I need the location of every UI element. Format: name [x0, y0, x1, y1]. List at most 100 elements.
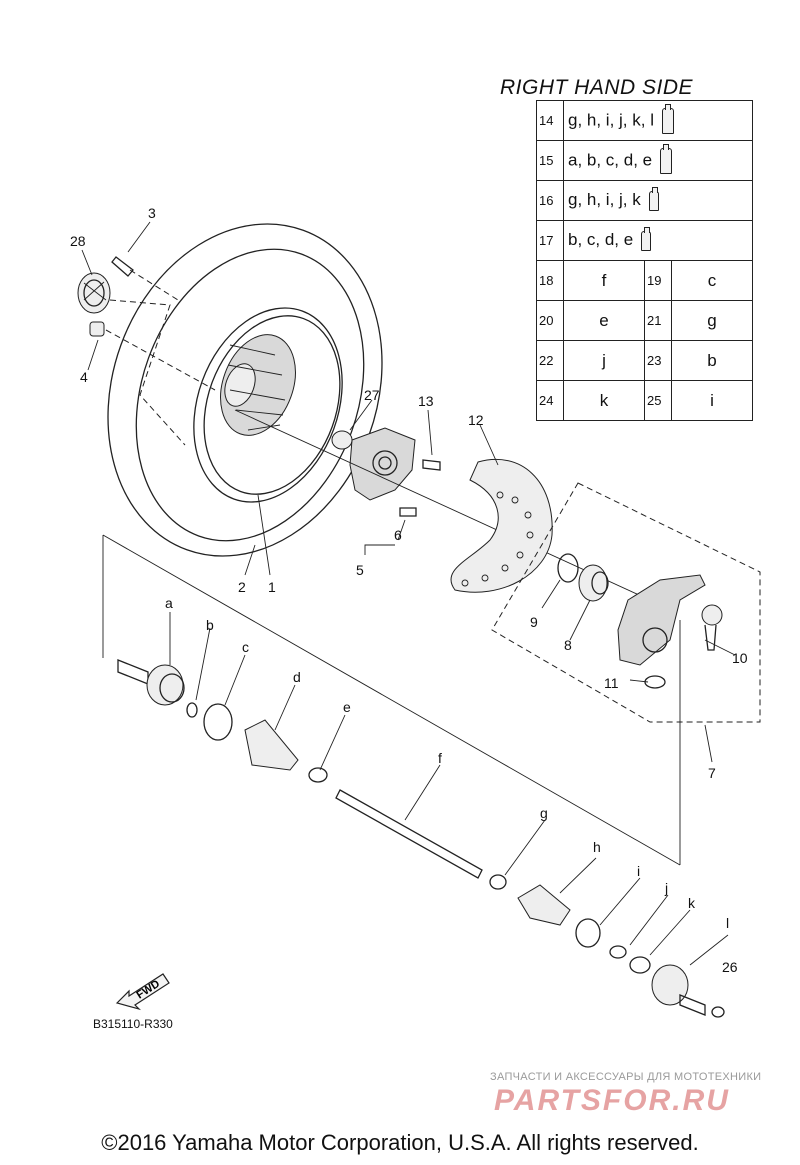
boot-d — [244, 719, 299, 771]
table-cell-value: c — [670, 260, 754, 301]
valve-stem — [111, 256, 134, 277]
table-cell-num: 21 — [643, 300, 672, 341]
table-cell-value: k — [563, 380, 645, 421]
callout-labels: 1 2 3 4 5 6 7 8 9 10 11 12 13 26 27 28 a… — [70, 205, 748, 975]
table-cell-num: 19 — [643, 260, 672, 301]
shaft-group-outline — [102, 534, 681, 866]
table-cell-num: 20 — [536, 300, 564, 341]
table-cell-num: 25 — [643, 380, 672, 421]
callout-c: c — [242, 639, 249, 655]
circlip-9 — [557, 553, 579, 583]
callout-3: 3 — [148, 205, 156, 221]
valve-leader-lines — [105, 269, 216, 446]
callout-8: 8 — [564, 637, 572, 653]
table-cell-value: g — [670, 300, 754, 341]
tire-assembly — [107, 223, 383, 557]
callout-6: 6 — [394, 527, 402, 543]
table-cell-num: 16 — [536, 180, 564, 221]
callout-28: 28 — [70, 233, 86, 249]
callout-d: d — [293, 669, 301, 685]
copyright-notice: ©2016 Yamaha Motor Corporation, U.S.A. A… — [101, 1130, 699, 1155]
table-cell-value: f — [563, 260, 645, 301]
callout-12: 12 — [468, 412, 484, 428]
callout-e: e — [343, 699, 351, 715]
callout-13: 13 — [418, 393, 434, 409]
table-cell-value: b — [670, 340, 754, 381]
o-ring-k — [629, 956, 651, 974]
table-cell-value: b, c, d, e — [563, 220, 753, 261]
callout-h: h — [593, 839, 601, 855]
table-cell-value: e — [563, 300, 645, 341]
table-cell-num: 24 — [536, 380, 564, 421]
callout-26: 26 — [722, 959, 738, 975]
wheel-hub — [349, 427, 416, 501]
callout-i: i — [637, 863, 640, 879]
callout-k: k — [688, 895, 696, 911]
table-row: 22 j 23 b — [536, 340, 754, 381]
inner-cv-joint-l — [651, 964, 706, 1016]
leader-lines — [81, 221, 736, 966]
callout-4: 4 — [80, 369, 88, 385]
boot-band-g — [489, 874, 507, 890]
table-cell-value: j — [563, 340, 645, 381]
bolt-13 — [422, 459, 441, 471]
hub-nut — [331, 430, 353, 450]
table-cell-num: 14 — [536, 100, 564, 141]
callout-7: 7 — [708, 765, 716, 781]
grease-tube-icon — [648, 186, 659, 211]
table-cell-value: g, h, i, j, k, l — [563, 100, 753, 141]
table-cell-num: 17 — [536, 220, 564, 261]
table-cell-value: a, b, c, d, e — [563, 140, 753, 181]
callout-a: a — [165, 595, 173, 611]
grease-tube-icon — [641, 226, 652, 251]
callout-27: 27 — [364, 387, 380, 403]
table-cell-value: i — [670, 380, 754, 421]
table-cell-num: 15 — [536, 140, 564, 181]
outer-cv-joint-a — [117, 659, 185, 706]
valve-nut — [89, 321, 105, 337]
table-row: 24 k 25 i — [536, 380, 754, 421]
parts-reference-table: 14 g, h, i, j, k, l 15 a, b, c, d, e 16 … — [536, 100, 754, 421]
callout-j: j — [664, 880, 668, 896]
grease-tube-icon — [660, 143, 673, 174]
callout-b: b — [206, 617, 214, 633]
callout-f: f — [438, 750, 442, 766]
callout-10: 10 — [732, 650, 748, 666]
table-cell-num: 22 — [536, 340, 564, 381]
steering-knuckle — [617, 574, 706, 666]
bearing-8 — [578, 564, 609, 602]
table-row: 16 g, h, i, j, k — [536, 180, 753, 221]
callout-2: 2 — [238, 579, 246, 595]
valve-cap — [77, 272, 111, 314]
callout-l: l — [726, 915, 729, 931]
grease-tube-icon — [661, 103, 674, 134]
table-cell-num: 23 — [643, 340, 672, 381]
table-row: 20 e 21 g — [536, 300, 754, 341]
callout-5: 5 — [356, 562, 364, 578]
brake-disc — [450, 458, 553, 593]
table-row: 18 f 19 c — [536, 260, 754, 301]
circlip-26 — [711, 1006, 725, 1018]
boot-band-c — [203, 703, 233, 741]
table-title: RIGHT HAND SIDE — [500, 76, 694, 99]
callout-g: g — [540, 805, 548, 821]
bolt-6 — [399, 507, 417, 517]
callout-9: 9 — [530, 614, 538, 630]
table-row: 17 b, c, d, e — [536, 220, 753, 261]
boot-band-e — [308, 767, 328, 783]
diagram-code: B315110-R330 — [93, 1017, 173, 1031]
table-cell-value: g, h, i, j, k — [563, 180, 753, 221]
table-row: 15 a, b, c, d, e — [536, 140, 753, 181]
callout-1: 1 — [268, 579, 276, 595]
table-row: 14 g, h, i, j, k, l — [536, 100, 753, 141]
circlip-b — [186, 702, 198, 718]
callout-11: 11 — [604, 675, 619, 691]
boot-h — [517, 884, 571, 926]
table-cell-num: 18 — [536, 260, 564, 301]
boot-band-i — [575, 918, 601, 948]
drive-shaft-f — [335, 789, 483, 879]
knuckle-group-box — [491, 482, 761, 723]
watermark-tagline: ЗАПЧАСТИ И АКСЕССУАРЫ ДЛЯ МОТОТЕХНИКИ — [490, 1071, 762, 1083]
watermark-logo: PARTSFOR.RU — [494, 1084, 730, 1117]
